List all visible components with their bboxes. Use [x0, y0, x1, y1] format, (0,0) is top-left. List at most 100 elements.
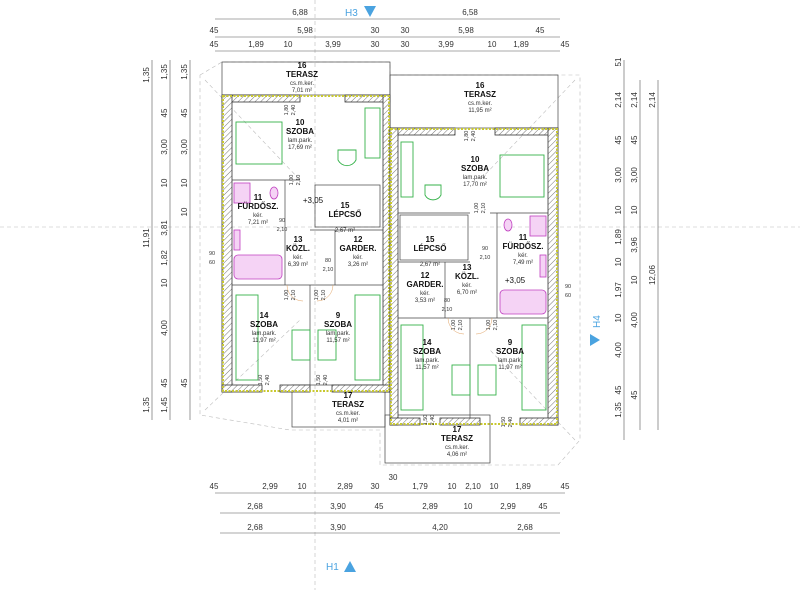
room-floor-type: cs.m.ker.	[290, 81, 314, 87]
room-number: 9	[336, 311, 341, 320]
dimension-label: 2,14	[648, 92, 657, 108]
room-floor-type: cs.m.ker.	[336, 411, 360, 417]
room-number: 13	[463, 263, 472, 272]
room-number: 11	[519, 233, 528, 242]
room-name: SZOBA	[250, 320, 278, 329]
room-number: 14	[423, 338, 432, 347]
dimension-label: 6,88	[292, 8, 308, 17]
room-number: 16	[298, 61, 307, 70]
dimension-label: 45	[630, 135, 639, 144]
stairs	[314, 184, 469, 261]
dimension-label: 45	[160, 378, 169, 387]
door-dimension: 2,10	[296, 175, 302, 186]
door-dimension: 1,00	[474, 203, 480, 214]
dimension-label: 1,35	[614, 402, 623, 418]
dimension-label: 3,00	[160, 139, 169, 155]
dimension-label: 11,91	[142, 228, 151, 248]
dimension-label: 2,68	[517, 523, 533, 532]
left-unit-walls	[221, 94, 391, 393]
room-area: 3,53 m²	[415, 298, 435, 304]
door-dimension: 2,40	[430, 415, 436, 426]
dimension-label: 45	[630, 390, 639, 399]
room-floor-type: kér.	[253, 213, 263, 219]
door-dimension: 90	[279, 218, 285, 224]
dimension-label: 90	[565, 284, 571, 290]
dimension-label: 1,97	[614, 282, 623, 298]
room-number: 9	[508, 338, 513, 347]
room-name: FÜRDŐSZ.	[238, 202, 279, 211]
dimension-label: 10	[614, 257, 623, 266]
room-floor-type: lam.park.	[415, 358, 440, 364]
door-dimension: 1,50	[258, 375, 264, 386]
dimension-label: 3,81	[160, 220, 169, 236]
room-area: 4,06 m²	[447, 452, 467, 458]
room-name: TERASZ	[332, 400, 364, 409]
room-number: 12	[354, 235, 363, 244]
room-floor-type: kér.	[353, 255, 363, 261]
room-floor-type: lam.park.	[463, 175, 488, 181]
room-area: 17,69 m²	[288, 145, 312, 151]
room-number: 16	[476, 81, 485, 90]
dimension-label: 45	[539, 502, 548, 511]
dimension-label: 1,35	[142, 67, 151, 83]
dimension-label: 1,35	[180, 64, 189, 80]
door-dimension: 2,10	[277, 227, 288, 233]
dimension-label: 45	[561, 482, 570, 491]
room-name: KÖZL.	[286, 244, 310, 253]
room-area: 17,70 m²	[463, 182, 487, 188]
section-label-h1: H1	[326, 562, 339, 573]
dimension-label: 2,14	[630, 92, 639, 108]
dimension-label: 3,00	[630, 167, 639, 183]
door-dimension: 1,50	[501, 417, 507, 428]
room-area: 2,67 m²	[420, 262, 440, 268]
dimension-label: 45	[180, 108, 189, 117]
dimension-label: 90	[209, 251, 215, 257]
section-marker-h4-icon	[590, 334, 600, 346]
room-floor-type: kér.	[420, 291, 430, 297]
room-name: SZOBA	[286, 127, 314, 136]
dimension-label: 30	[389, 473, 398, 482]
door-dimension: 2,10	[493, 320, 499, 331]
door-dimension: 2,40	[508, 417, 514, 428]
dimension-label: 1,89	[614, 229, 623, 245]
section-label-h3: H3	[345, 8, 358, 19]
door-dimension: 2,10	[480, 255, 491, 261]
door-dimension: 1,50	[316, 375, 322, 386]
furniture	[235, 107, 547, 411]
room-area: 7,01 m²	[292, 88, 312, 94]
door-dimension: 90	[482, 246, 488, 252]
dimension-label: 2,99	[500, 502, 516, 511]
dimension-label: 3,00	[180, 139, 189, 155]
door-swings	[286, 284, 493, 335]
dimension-label: 1,35	[142, 397, 151, 413]
room-floor-type: lam.park.	[498, 358, 523, 364]
right-unit-walls	[389, 127, 559, 426]
dimension-label: 3,90	[330, 502, 346, 511]
room-floor-type: lam.park.	[288, 138, 313, 144]
door-dimension: 2,40	[471, 131, 477, 142]
dimension-label: 10	[614, 313, 623, 322]
room-name: TERASZ	[286, 70, 318, 79]
room-name: KÖZL.	[455, 272, 479, 281]
door-dimension: 2,40	[323, 375, 329, 386]
dimension-label: 10	[160, 178, 169, 187]
dimension-label: 45	[375, 502, 384, 511]
dimension-label: 45	[614, 385, 623, 394]
room-name: SZOBA	[461, 164, 489, 173]
room-area: 11,57 m²	[326, 338, 349, 344]
room-area: 7,49 m²	[513, 260, 533, 266]
door-dimension: 2,10	[458, 320, 464, 331]
dimension-label: 45	[160, 108, 169, 117]
door-dimension: 1,80	[284, 105, 290, 116]
dimension-label: 51	[614, 57, 623, 66]
dimension-label: 3,96	[630, 237, 639, 253]
dimension-label: 45	[180, 378, 189, 387]
door-dimension: 2,10	[481, 203, 487, 214]
dimension-label: 45	[614, 135, 623, 144]
bathroom-fixtures	[233, 182, 547, 315]
dimension-label: 30	[371, 482, 380, 491]
dimension-label: 1,35	[160, 64, 169, 80]
door-dimension: 2,10	[323, 267, 334, 273]
dimension-label: 2,89	[337, 482, 353, 491]
